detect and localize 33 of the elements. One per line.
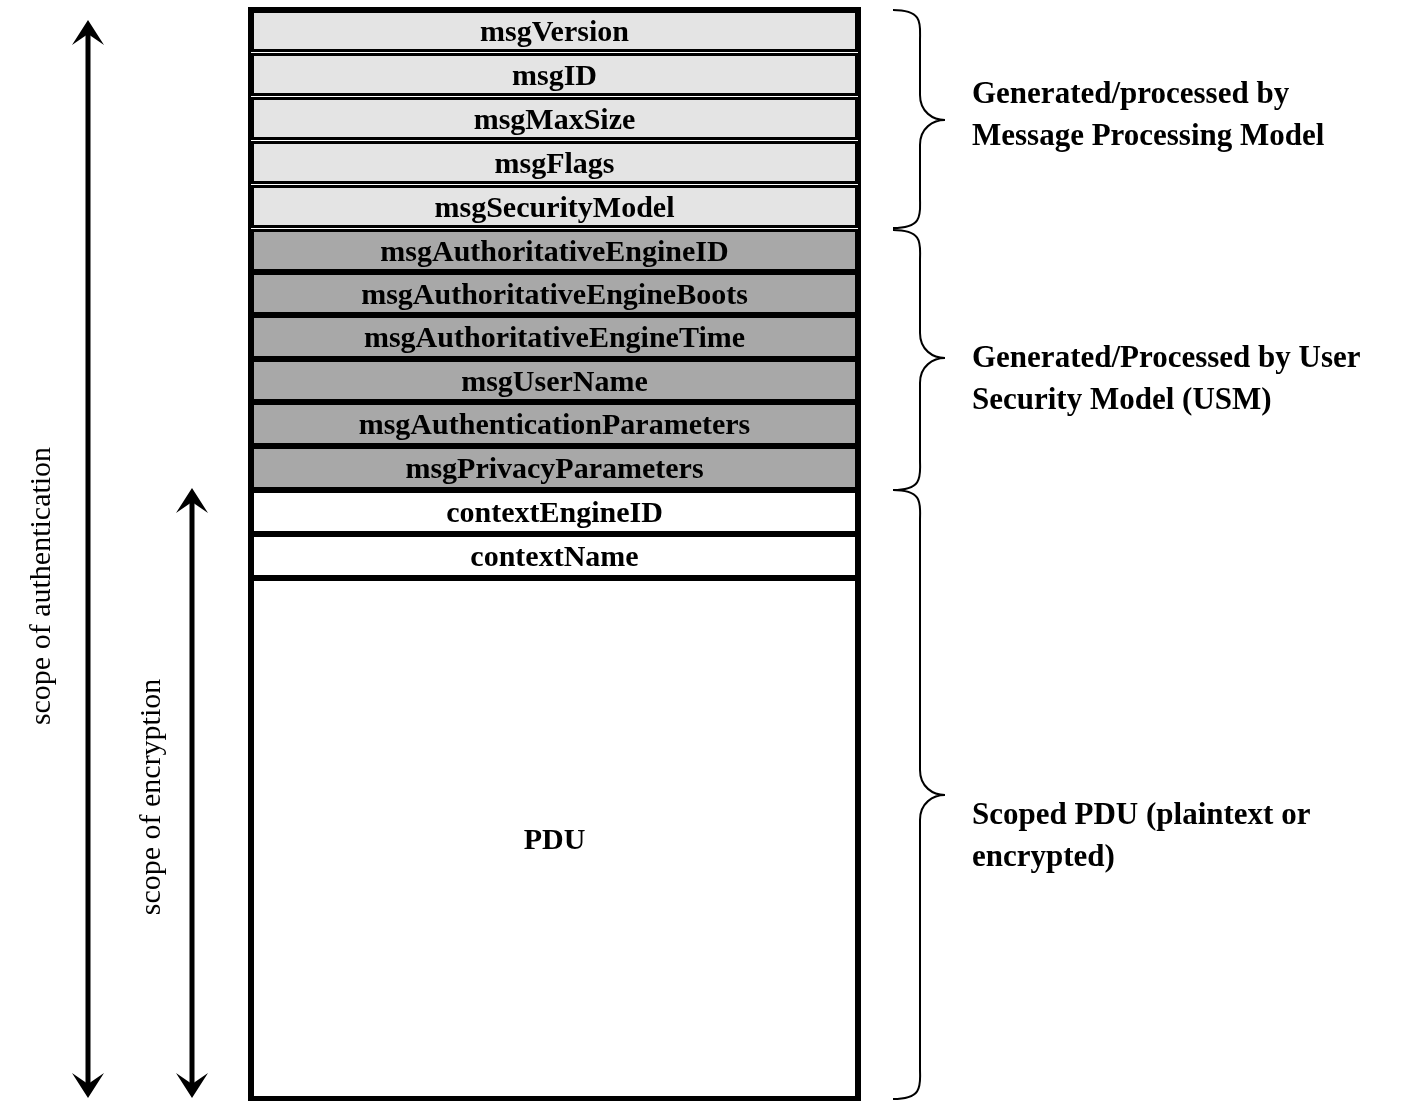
field-name: msgSecurityModel xyxy=(434,191,675,222)
message-field xyxy=(251,359,858,402)
field-name: contextEngineID xyxy=(446,497,663,527)
message-field xyxy=(251,141,858,184)
field-name: msgAuthoritativeEngineID xyxy=(380,235,729,266)
scope-label: scope of authentication xyxy=(25,446,56,726)
field-name: msgMaxSize xyxy=(473,103,636,134)
field-name: msgPrivacyParameters xyxy=(405,453,704,483)
message-field xyxy=(251,53,858,96)
message-field xyxy=(251,272,858,315)
field-name: msgAuthoritativeEngineTime xyxy=(363,322,746,352)
message-field xyxy=(251,315,858,359)
field-name: PDU xyxy=(523,823,586,854)
message-field xyxy=(251,97,858,140)
message-field xyxy=(251,402,858,446)
field-name: msgAuthenticationParameters xyxy=(358,409,751,439)
field-name: msgUserName xyxy=(461,365,648,396)
message-field xyxy=(251,490,858,534)
field-name: contextName xyxy=(470,541,639,571)
scope-label: scope of encryption xyxy=(134,678,165,916)
field-name: msgFlags xyxy=(494,147,615,178)
message-field xyxy=(251,185,858,228)
message-field xyxy=(251,534,858,578)
field-name: msgVersion xyxy=(480,16,629,46)
message-field xyxy=(251,10,858,52)
brace-label: Generated/Processed by User Security Model (USM) xyxy=(972,338,1361,418)
message-field xyxy=(251,446,858,490)
field-name: msgID xyxy=(512,59,597,90)
message-field xyxy=(251,229,858,272)
message-field xyxy=(251,578,858,1099)
field-name: msgAuthoritativeEngineBoots xyxy=(361,278,748,309)
brace-label: Scoped PDU (plaintext or encrypted) xyxy=(972,795,1311,875)
brace-label: Generated/processed by Message Processing Model xyxy=(972,74,1326,154)
